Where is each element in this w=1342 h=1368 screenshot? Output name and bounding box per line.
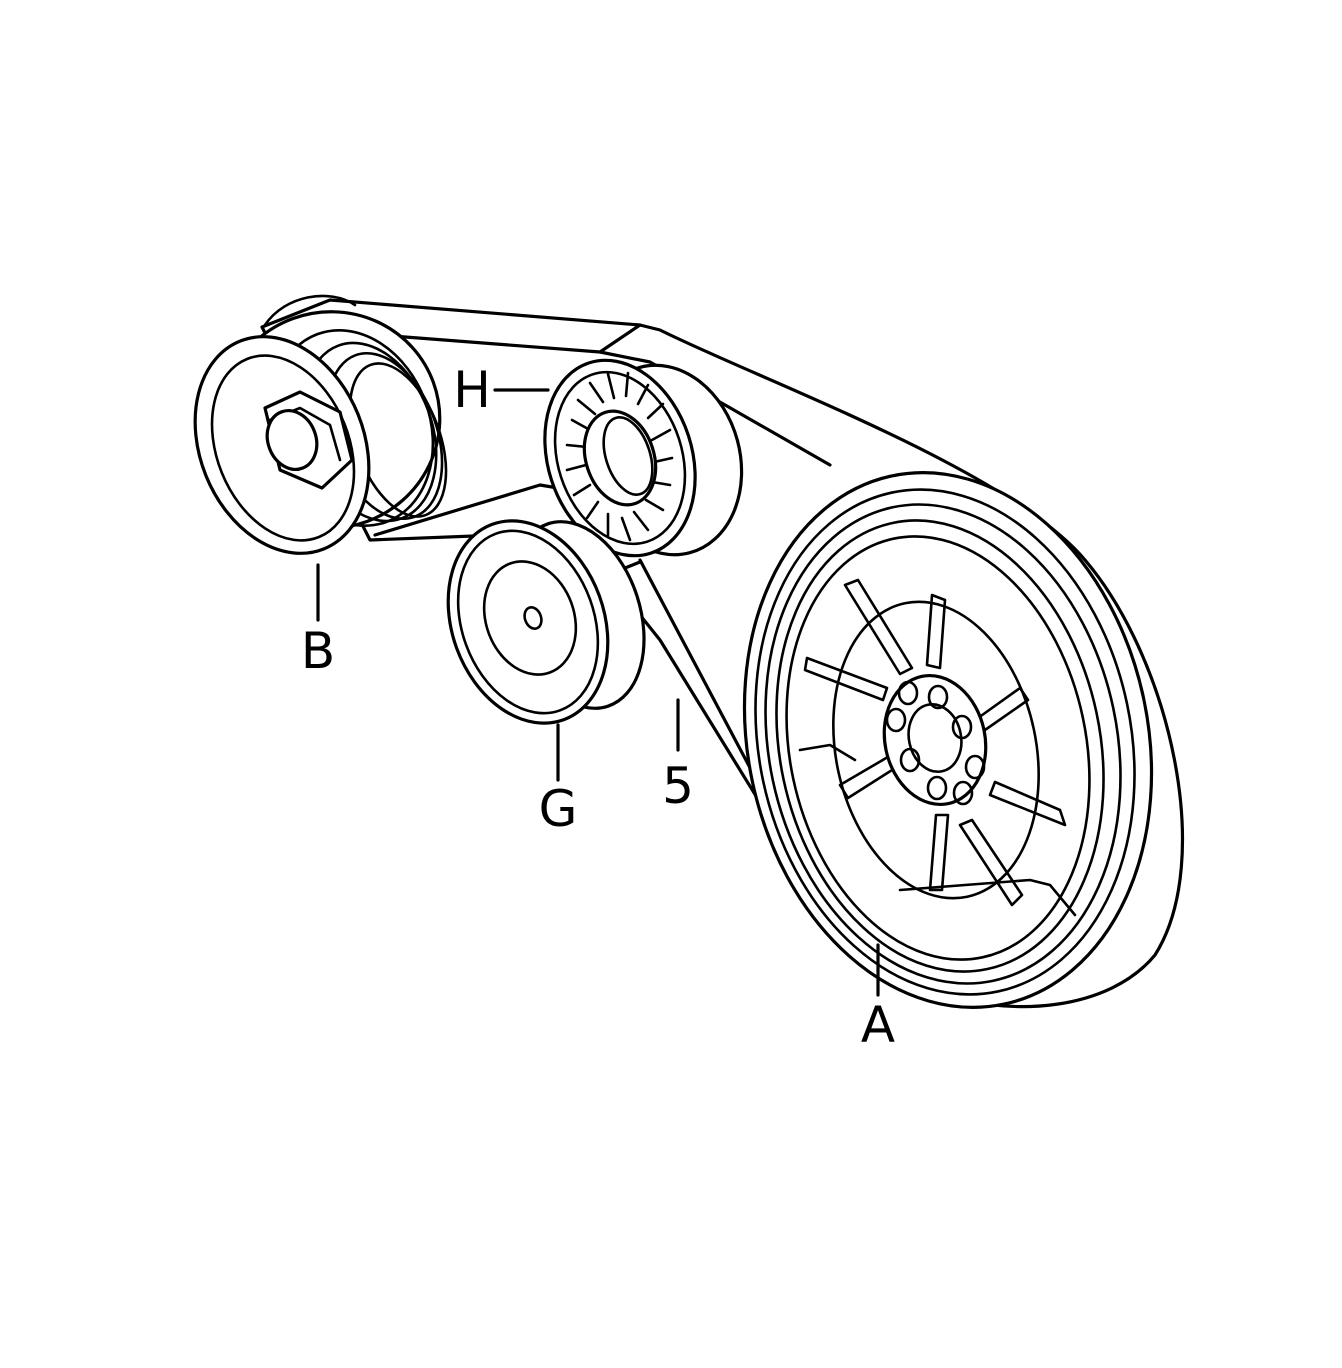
- callout-belt: 5: [662, 757, 694, 815]
- leader-lines: [316, 388, 880, 997]
- pulley-a: [742, 471, 1154, 1009]
- pulley-a-bolt-holes: [885, 680, 986, 806]
- pulley-h: [543, 358, 744, 558]
- pulley-a-spokes: [803, 578, 1067, 907]
- callout-h: H: [453, 361, 491, 419]
- callout-a: A: [861, 996, 895, 1054]
- pulley-g: [446, 519, 646, 725]
- callout-g: G: [539, 780, 578, 838]
- callout-b: B: [301, 622, 335, 680]
- pulley-b: [193, 294, 448, 555]
